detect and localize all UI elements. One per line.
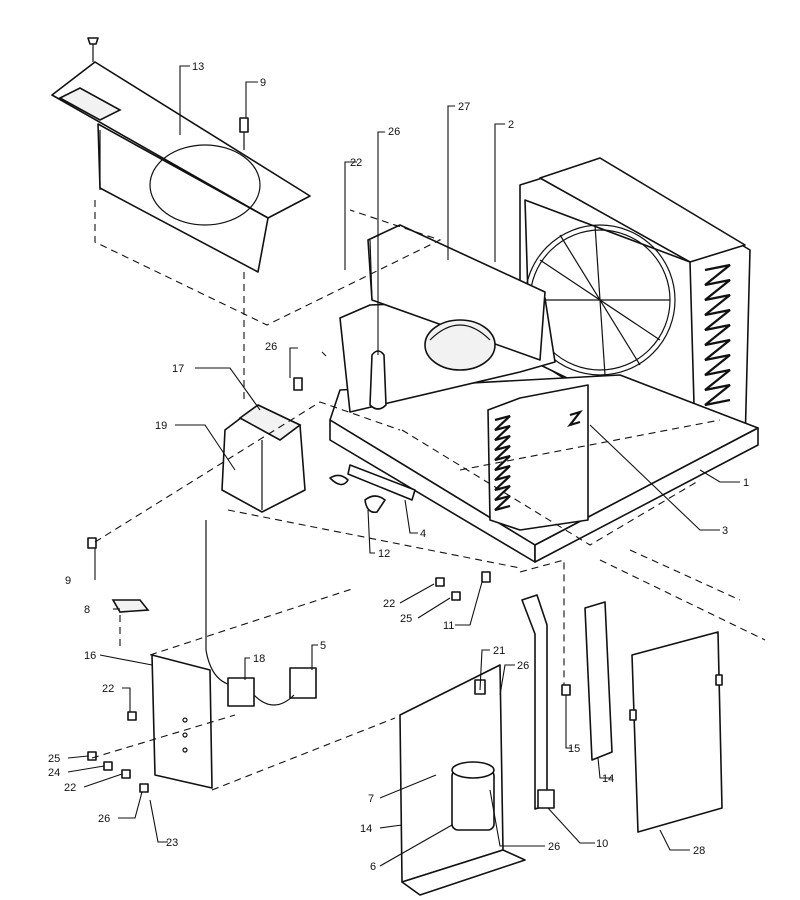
assembly-dashed-lines: [91, 200, 766, 791]
callout-5: 5: [320, 640, 326, 652]
callout-26: 26: [265, 341, 277, 353]
top-cover-part: [51, 61, 311, 273]
bracket-15: [584, 601, 613, 761]
callout-17: 16: [84, 650, 96, 662]
callout-labels: 13 9 22 26 27 2 26 17 19 1 3 4 12 9 8 22…: [48, 61, 749, 873]
drain-bracket: [329, 464, 416, 514]
callout-23: 23: [166, 837, 178, 849]
callout-9: 9: [65, 575, 71, 587]
callout-13: 13: [192, 61, 204, 73]
screw-9-left: [87, 537, 97, 549]
screw-group-center: [435, 571, 491, 601]
screw-16: [561, 684, 571, 696]
callout-15: 14: [602, 773, 614, 785]
callout-2: 2: [508, 119, 514, 131]
partition-panel: [339, 224, 556, 413]
callout-9: 9: [260, 77, 266, 89]
leader-lines: [67, 65, 740, 867]
control-panel-bracket: [151, 654, 213, 789]
callout-7: 7: [368, 793, 374, 805]
block-part-8: [111, 599, 150, 613]
thermostat-assembly: [205, 520, 317, 707]
callout-26: 26: [548, 841, 560, 853]
side-panel-28: [629, 631, 723, 833]
callout-28: 28: [693, 845, 705, 857]
screw-9-top: [239, 117, 249, 150]
callout-1: 1: [743, 477, 749, 489]
callout-22: 22: [383, 598, 395, 610]
callout-25: 25: [400, 613, 412, 625]
callout-19: 18: [253, 653, 265, 665]
callout-12: 12: [378, 548, 390, 560]
callout-27: 27: [458, 101, 470, 113]
callout-24: 24: [48, 767, 60, 779]
callout-22: 22: [64, 782, 76, 794]
callout-26: 26: [98, 813, 110, 825]
screw-group-left: [87, 711, 149, 793]
evaporator-coil: [487, 384, 589, 531]
callout-14: 14: [360, 823, 372, 835]
callout-26: 26: [517, 660, 529, 672]
drain-tube: [521, 594, 555, 810]
callout-26: 26: [388, 126, 400, 138]
callout-16: 15: [568, 743, 580, 755]
screw-26-control: [293, 377, 303, 391]
callout-20: 19: [155, 420, 167, 432]
control-box: [221, 404, 306, 513]
callout-18: 17: [172, 363, 184, 375]
capacitor-panel: [399, 664, 526, 896]
top-screw: [87, 37, 99, 62]
callout-4: 4: [420, 528, 426, 540]
callout-8: 8: [84, 604, 90, 616]
callout-10: 10: [596, 838, 608, 850]
callout-3: 3: [722, 525, 728, 537]
callout-21: 21: [493, 645, 505, 657]
callout-22: 22: [102, 683, 114, 695]
callout-25: 25: [48, 753, 60, 765]
callout-22: 22: [350, 157, 362, 169]
callout-6: 6: [370, 861, 376, 873]
callout-11: 11: [443, 620, 454, 632]
